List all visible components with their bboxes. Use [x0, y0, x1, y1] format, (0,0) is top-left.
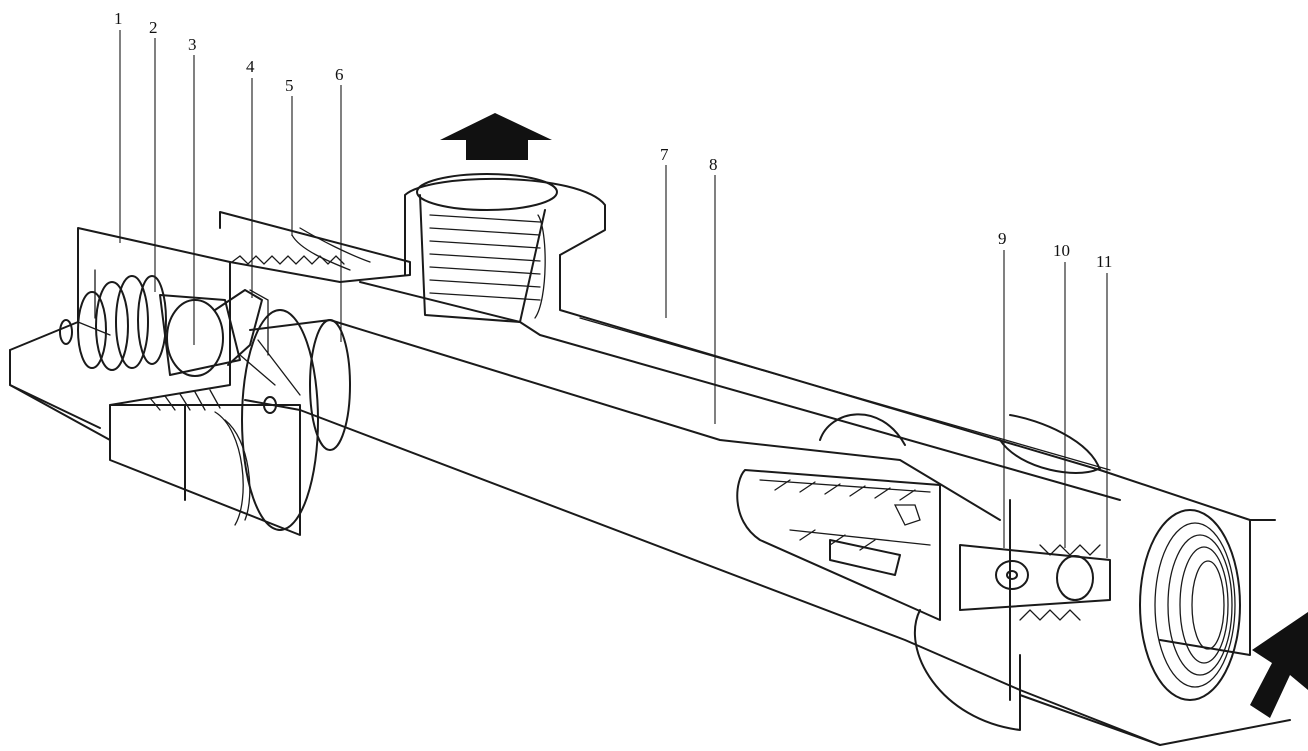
arrow-diagonal-icon — [1250, 612, 1308, 718]
callout-2: 2 — [149, 18, 158, 37]
callout-5: 5 — [285, 76, 294, 95]
callout-6: 6 — [335, 65, 344, 84]
valve-cage — [736, 469, 941, 621]
inner-cylinder — [239, 309, 1161, 746]
callout-7: 7 — [660, 145, 669, 164]
arrow-up-icon — [440, 113, 552, 160]
leader-lines — [119, 30, 1108, 558]
spring-stack — [59, 275, 269, 377]
check-valve — [959, 544, 1111, 621]
callout-8: 8 — [709, 155, 718, 174]
callout-labels: 1 2 3 4 5 6 7 8 9 10 11 — [114, 9, 1112, 271]
right-end-fitting — [1019, 509, 1291, 746]
outlet-port — [404, 173, 606, 323]
left-end-fitting — [9, 227, 231, 441]
callout-11: 11 — [1096, 252, 1112, 271]
callout-4: 4 — [246, 57, 255, 76]
callout-3: 3 — [188, 35, 197, 54]
callout-9: 9 — [998, 229, 1007, 248]
hex-nut — [109, 389, 301, 536]
coupling-sleeve — [219, 211, 411, 283]
housing-body — [359, 254, 1276, 656]
callout-10: 10 — [1053, 241, 1070, 260]
housing-bulge — [819, 413, 1101, 474]
callout-1: 1 — [114, 9, 123, 28]
